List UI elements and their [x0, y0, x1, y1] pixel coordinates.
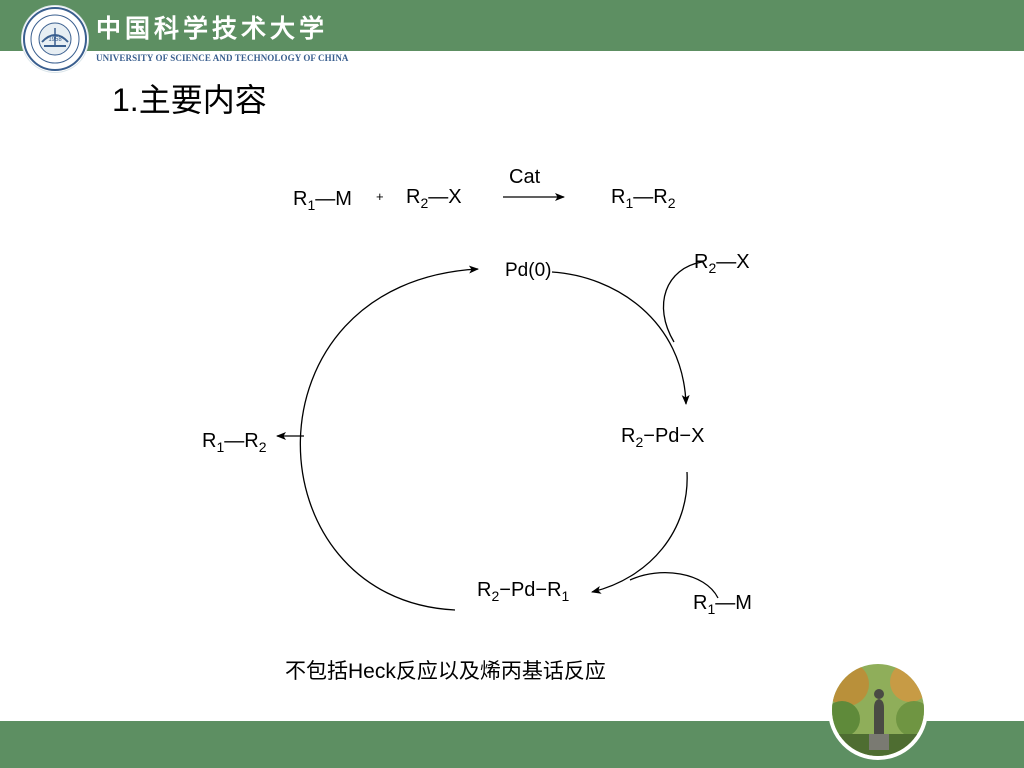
emblem-graphic: 1958	[23, 7, 87, 71]
transmetalation-arrow	[591, 471, 688, 594]
header-band	[0, 0, 1024, 51]
slide-title: 1.主要内容	[112, 82, 267, 118]
photo-graphic	[832, 664, 924, 756]
plus-sign: +	[376, 189, 384, 204]
intermediate-r2pdr1: R2−Pd−R1	[477, 579, 570, 604]
product: R1—R2	[611, 186, 676, 211]
overall-reaction: R1—M + R2—X Cat R1—R2	[293, 166, 676, 213]
oxidative-addition-arrow	[551, 271, 690, 405]
reagent-r2x: R2—X	[694, 251, 750, 276]
reductive-elimination-arrow	[299, 265, 479, 611]
university-name-en: UNIVERSITY OF SCIENCE AND TECHNOLOGY OF …	[96, 53, 349, 63]
catalyst-pd0: Pd(0)	[505, 260, 551, 281]
intermediate-r2pdx: R2−Pd−X	[621, 425, 704, 450]
slide-caption: 不包括Heck反应以及烯丙基话反应	[285, 660, 606, 683]
catalyst-label: Cat	[509, 166, 541, 188]
university-name-cn: 中国科学技术大学	[96, 14, 329, 43]
reagent-r1m: R1—M	[693, 592, 752, 617]
released-product: R1—R2	[202, 430, 267, 455]
r1m-entry-curve	[629, 572, 719, 599]
university-emblem-icon: 1958	[22, 6, 88, 72]
reactant-1: R1—M	[293, 188, 352, 213]
r2x-entry-curve	[662, 261, 703, 343]
reactant-2: R2—X	[406, 186, 462, 211]
emblem-year: 1958	[48, 37, 62, 43]
campus-statue-photo	[828, 660, 928, 760]
